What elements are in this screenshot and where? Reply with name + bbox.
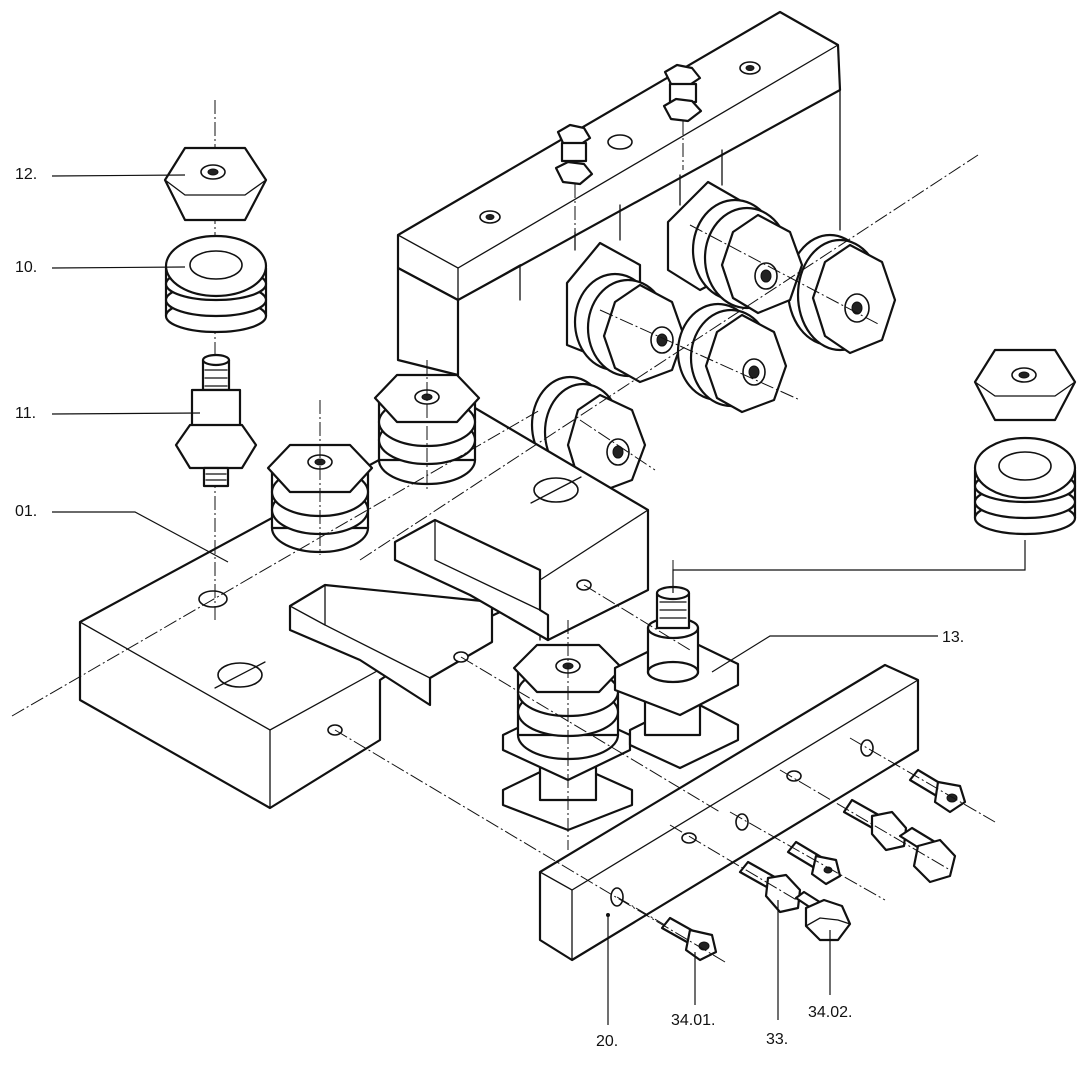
part-13-bracket-pin (613, 585, 740, 770)
label-part-11: 11. (15, 405, 36, 422)
base-plate (78, 406, 650, 810)
label-part-10: 10. (15, 259, 37, 276)
right-roller-sleeve (973, 436, 1077, 536)
roller-upper-middle (691, 198, 804, 315)
roller-lower-left (573, 272, 686, 384)
part-10-roller-sleeve (164, 234, 268, 334)
part-20-front-bar (538, 663, 920, 962)
right-sleeve-assembly-line (672, 540, 1026, 593)
label-part-20: 20. (596, 1033, 618, 1050)
cap-screw-middle (786, 840, 842, 886)
center-lines (11, 154, 996, 963)
label-part-34-01: 34.01. (671, 1012, 715, 1029)
bridge-frame (396, 10, 842, 377)
label-part-13: 13. (942, 629, 964, 646)
label-part-33: 33. (766, 1031, 788, 1048)
top-adjust-bolt-left (554, 123, 594, 240)
part-11-stud-bolt (174, 353, 258, 488)
label-part-34-02: 34.02. (808, 1004, 852, 1021)
label-part-12: 12. (15, 166, 37, 183)
hex-bolt-upper (842, 798, 957, 884)
leader-lines (51, 174, 938, 1025)
hex-bolt-34-02 (804, 898, 852, 942)
label-part-01: 01. (15, 503, 37, 520)
part-12-hex-nut (163, 146, 268, 222)
cap-screw-upper (908, 768, 967, 814)
right-hex-nut (973, 348, 1077, 422)
roller-front (530, 375, 647, 494)
cap-screw-34-01 (660, 916, 718, 962)
roller-lower-middle (676, 302, 788, 414)
roller-upper-right (786, 233, 897, 355)
top-adjust-bolt-right (662, 63, 703, 170)
